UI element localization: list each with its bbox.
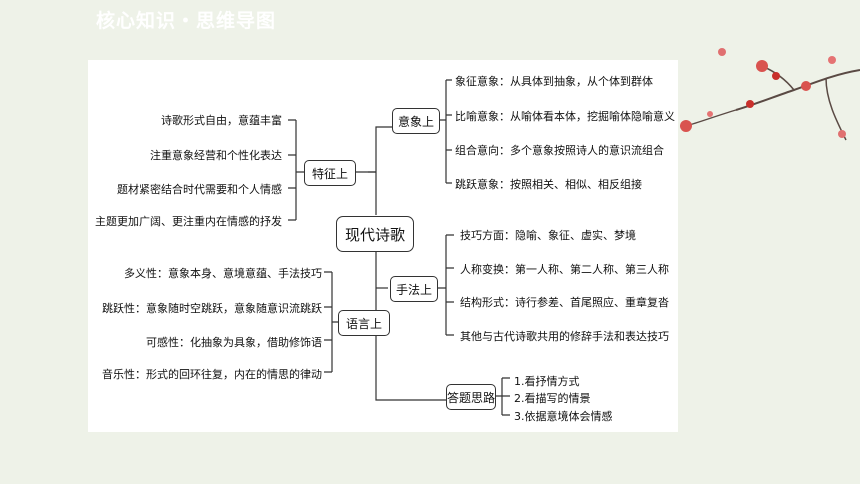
technique-item: 技巧方面：隐喻、象征、虚实、梦境	[460, 229, 636, 242]
slide-header: 核心知识・思维导图	[0, 0, 860, 40]
central-topic-node: 现代诗歌	[336, 216, 414, 252]
features-item: 注重意象经营和个性化表达	[150, 149, 282, 162]
imagery-item: 组合意向：多个意象按照诗人的意识流组合	[455, 144, 664, 157]
branch-features-node: 特征上	[304, 160, 356, 186]
features-item: 题材紧密结合时代需要和个人情感	[117, 183, 282, 196]
language-item: 音乐性：形式的回环往复，内在的情思的律动	[102, 368, 322, 381]
language-item: 跳跃性：意象随时空跳跃，意象随意识流跳跃	[102, 302, 322, 315]
features-item: 诗歌形式自由，意蕴丰富	[161, 114, 282, 127]
technique-item: 结构形式：诗行参差、首尾照应、重章复沓	[460, 296, 669, 309]
answer-item: 2.看描写的情景	[514, 392, 591, 405]
imagery-item: 跳跃意象：按照相关、相似、相反组接	[455, 178, 642, 191]
imagery-item: 象征意象：从具体到抽象，从个体到群体	[455, 75, 653, 88]
answer-item: 1.看抒情方式	[514, 375, 580, 388]
mindmap-connectors	[288, 79, 510, 416]
language-item: 可感性：化抽象为具象，借助修饰语	[146, 336, 322, 349]
answer-item: 3.依据意境体会情感	[514, 410, 613, 423]
language-item: 多义性：意象本身、意境意蕴、手法技巧	[124, 267, 322, 280]
plum-blossom-decoration	[680, 48, 860, 141]
branch-language-node: 语言上	[338, 310, 390, 336]
technique-item: 人称变换：第一人称、第二人称、第三人称	[460, 263, 669, 276]
branch-imagery-node: 意象上	[392, 108, 440, 134]
branch-technique-node: 手法上	[390, 276, 438, 302]
imagery-item: 比喻意象：从喻体看本体，挖掘喻体隐喻意义	[455, 110, 675, 123]
branch-answer-node: 答题思路	[446, 384, 496, 410]
technique-item: 其他与古代诗歌共用的修辞手法和表达技巧	[460, 330, 669, 343]
features-item: 主题更加广阔、更注重内在情感的抒发	[95, 215, 282, 228]
slide-title: 核心知识・思维导图	[96, 10, 277, 32]
